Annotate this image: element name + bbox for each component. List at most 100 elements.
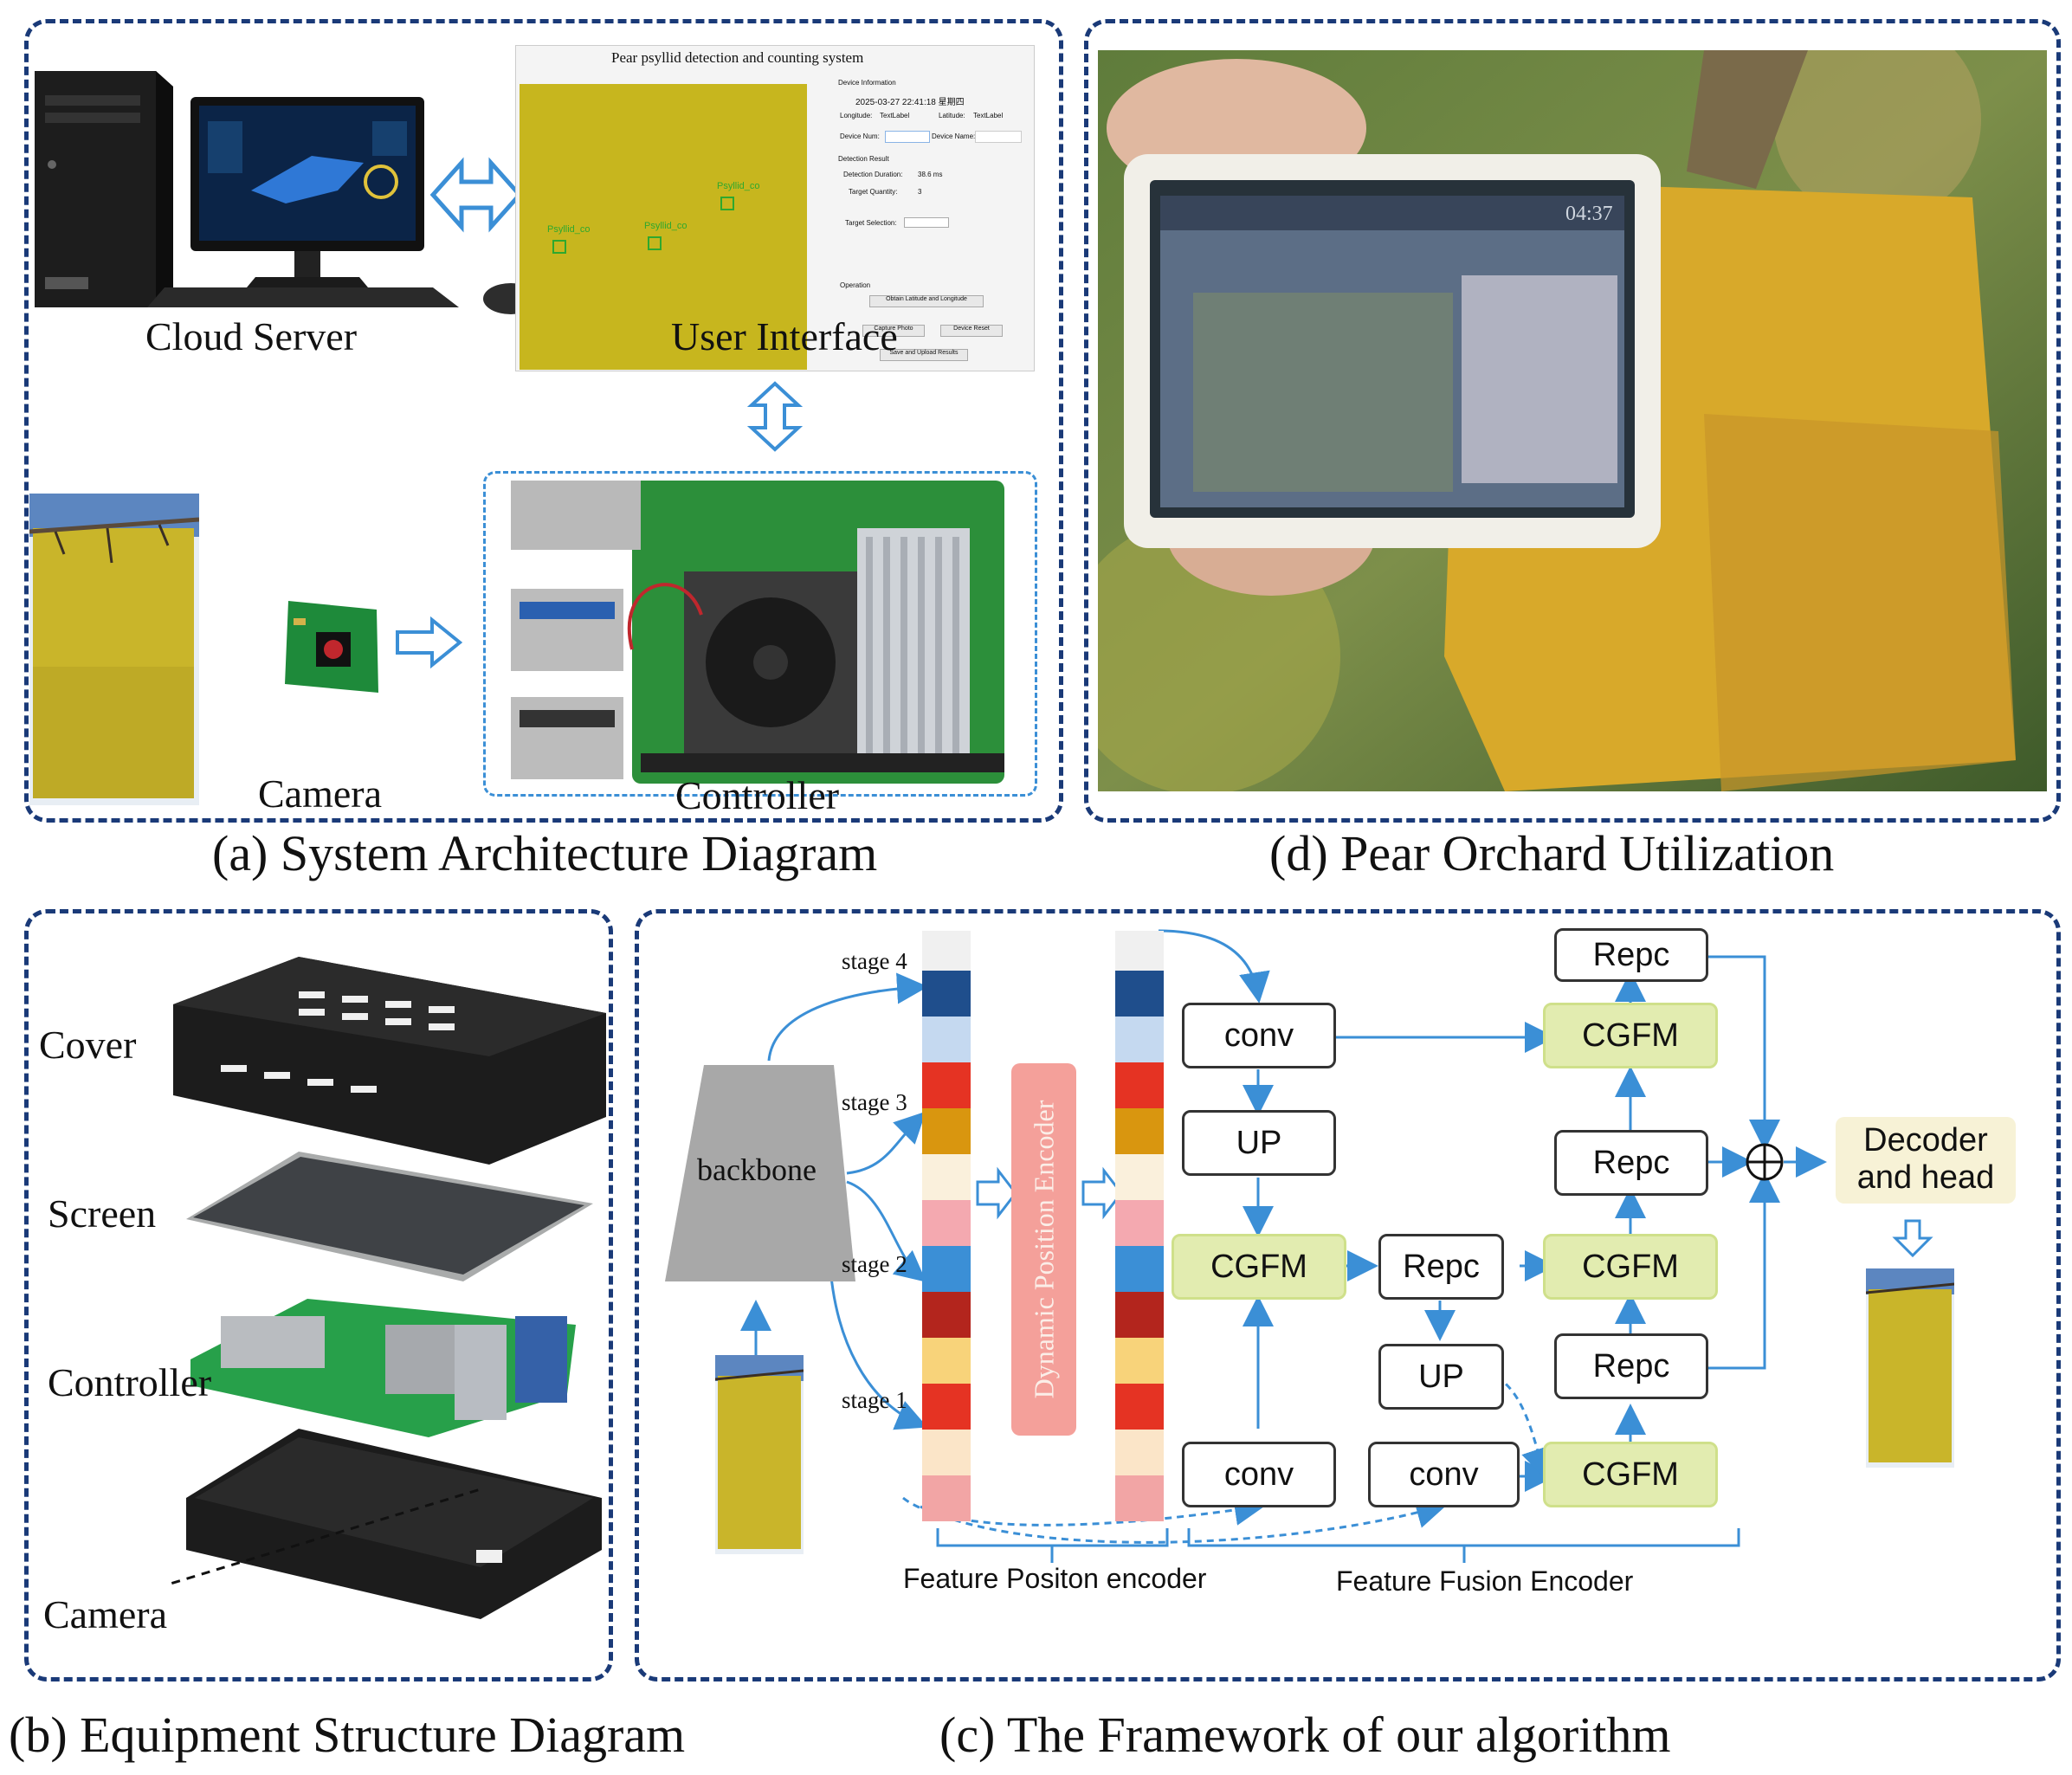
detection-box [552, 240, 566, 254]
ui-operation-heading: Operation [840, 281, 871, 289]
controller-board-image [511, 481, 1004, 784]
repc-upper-node: Repc [1554, 1130, 1708, 1196]
feature-cell [922, 1292, 971, 1338]
repc-mid-node: Repc [1378, 1234, 1504, 1300]
ui-camera-view: Psyllid_co Psyllid_co Psyllid_co [520, 84, 807, 370]
conv-bottom-left-node: conv [1182, 1442, 1336, 1507]
detection-tag: Psyllid_co [644, 221, 687, 231]
ui-obtain-button[interactable]: Obtain Latitude and Longitude [869, 295, 984, 307]
dpe-label: Dynamic Position Encoder [1028, 1100, 1059, 1399]
ui-target-quantity-value: 3 [918, 188, 922, 196]
screen-label: Screen [48, 1191, 157, 1236]
conv-bottom-mid-node: conv [1368, 1442, 1520, 1507]
feature-cell [922, 1338, 971, 1384]
stage-4-label: stage 4 [842, 948, 907, 974]
decoder-line-1: Decoder [1863, 1122, 1988, 1159]
ui-detection-result-heading: Detection Result [838, 155, 889, 163]
feature-cell [1115, 1062, 1164, 1108]
decoder-head-node: Decoder and head [1836, 1117, 2016, 1204]
conv-top-node: conv [1182, 1003, 1336, 1068]
feature-cell [922, 1384, 971, 1430]
detection-tag: Psyllid_co [717, 181, 760, 191]
feature-column-input [922, 931, 971, 1521]
ui-device-num-label: Device Num: [840, 132, 880, 140]
cloud-server-label: Cloud Server [145, 314, 358, 358]
ui-save-button[interactable]: Save and Upload Results [880, 349, 968, 361]
caption-a: (a) System Architecture Diagram [212, 825, 878, 881]
arrow-right-icon [396, 616, 463, 668]
controller-dashed-frame [483, 471, 1037, 797]
feature-cell [922, 971, 971, 1017]
detection-box [648, 236, 662, 250]
camera-label: Camera [258, 771, 383, 816]
feature-cell [1115, 1017, 1164, 1062]
feature-cell [1115, 1338, 1164, 1384]
double-arrow-horizontal-icon [429, 157, 523, 233]
feature-cell [922, 1017, 971, 1062]
ui-device-num-input[interactable] [885, 131, 930, 143]
feature-cell [1115, 1200, 1164, 1246]
ui-detection-duration-label: Detection Duration: [843, 171, 903, 178]
caption-c: (c) The Framework of our algorithm [939, 1707, 1671, 1763]
ui-target-selection-label: Target Selection: [845, 219, 897, 227]
feature-cell [1115, 1246, 1164, 1292]
feature-cell [1115, 1475, 1164, 1521]
detection-box [720, 197, 734, 210]
decoder-line-2: and head [1856, 1159, 1995, 1196]
ui-target-quantity-label: Target Quantity: [849, 188, 898, 196]
ui-device-info-heading: Device Information [838, 79, 896, 87]
ui-device-name-label: Device Name: [932, 132, 976, 140]
cloud-server-illustration [35, 71, 459, 307]
ui-device-name-input[interactable] [975, 131, 1022, 143]
ui-latitude-label: Latitude: [939, 112, 965, 119]
feature-cell [922, 1430, 971, 1475]
double-arrow-vertical-icon [746, 381, 804, 452]
ui-longitude-label: Longitude: [840, 112, 873, 119]
input-trap-image [715, 1355, 804, 1554]
repc-lower-node: Repc [1554, 1333, 1708, 1399]
feature-cell [1115, 1430, 1164, 1475]
feature-cell [1115, 971, 1164, 1017]
detection-tag: Psyllid_co [547, 224, 591, 235]
feature-cell [1115, 1108, 1164, 1154]
cgfm-left-node: CGFM [1172, 1234, 1346, 1300]
caption-b: (b) Equipment Structure Diagram [9, 1707, 686, 1763]
feature-position-encoder-label: Feature Positon encoder [903, 1563, 1207, 1594]
panel-algorithm-framework [635, 909, 2061, 1681]
ui-latitude-value: TextLabel [973, 112, 1004, 119]
dynamic-position-encoder: Dynamic Position Encoder [1011, 1063, 1076, 1436]
repc-top-node: Repc [1554, 928, 1708, 982]
feature-column-output [1115, 931, 1164, 1521]
panel-pear-orchard [1084, 19, 2061, 823]
ui-timestamp: 2025-03-27 22:41:18 星期四 [855, 98, 965, 107]
feature-cell [1115, 931, 1164, 971]
feature-cell [922, 1246, 971, 1292]
cgfm-top-node: CGFM [1543, 1003, 1718, 1068]
ui-capture-button[interactable]: Capture Photo [862, 325, 925, 337]
ui-window-title: Pear psyllid detection and counting syst… [611, 49, 864, 66]
user-interface-label: User Interface [671, 314, 898, 358]
cgfm-bottom-node: CGFM [1543, 1442, 1718, 1507]
stage-3-label: stage 3 [842, 1089, 907, 1115]
output-trap-image [1866, 1268, 1954, 1468]
feature-cell [1115, 1384, 1164, 1430]
feature-cell [1115, 1154, 1164, 1200]
backbone-label: backbone [697, 1152, 817, 1187]
equipment-exploded-view [169, 957, 606, 1619]
ui-reset-button[interactable]: Device Reset [940, 325, 1003, 337]
controller-label: Controller [675, 773, 840, 817]
controller-part-label: Controller [48, 1360, 212, 1404]
ui-longitude-value: TextLabel [880, 112, 910, 119]
orchard-photo: 04:37 [1098, 50, 2047, 791]
feature-cell [1115, 1292, 1164, 1338]
feature-cell [922, 1200, 971, 1246]
caption-d: (d) Pear Orchard Utilization [1269, 825, 1835, 881]
feature-cell [922, 1062, 971, 1108]
user-interface-window: Pear psyllid detection and counting syst… [515, 45, 1035, 371]
yellow-sticky-trap-image [29, 494, 199, 805]
panel-system-architecture [24, 19, 1063, 823]
ui-target-selection-dropdown[interactable] [904, 217, 949, 228]
cgfm-mid-node: CGFM [1543, 1234, 1718, 1300]
camera-module-image [285, 601, 378, 693]
feature-cell [922, 1475, 971, 1521]
